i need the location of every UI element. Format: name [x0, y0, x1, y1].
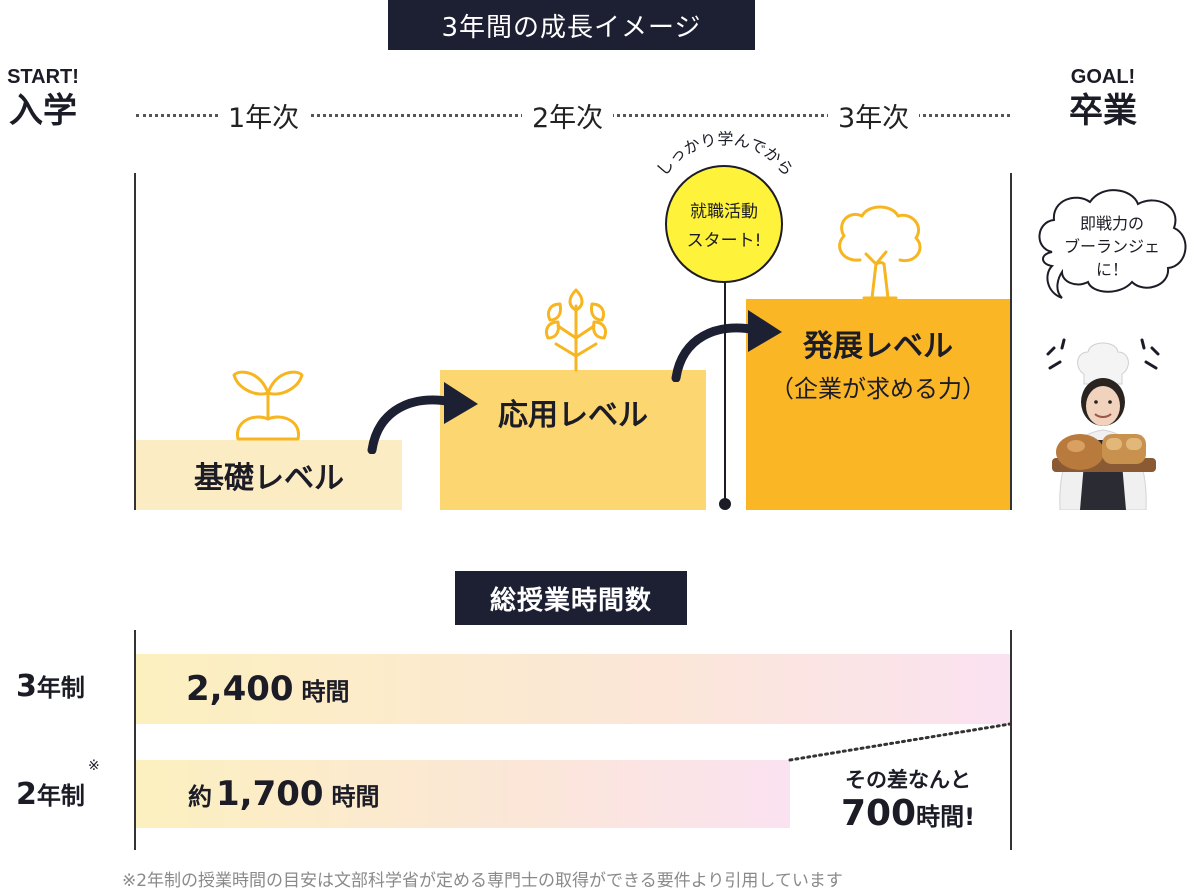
start-en: START!	[7, 66, 79, 88]
year-label-2: 2年次	[522, 96, 614, 135]
difference-value-row: 700時間!	[812, 794, 1004, 840]
speech-bubble-icon	[1038, 189, 1187, 299]
applied-level-label: 応用レベル	[498, 398, 648, 433]
job-hunting-badge: 就職活動 スタート!	[665, 165, 783, 283]
difference-value: 700	[840, 793, 917, 834]
start-label: START! 入学	[0, 66, 86, 133]
sprout-icon	[232, 370, 304, 441]
row-label-2year-unit: 年制	[36, 782, 85, 810]
wheat-icon	[544, 288, 608, 372]
goal-label: GOAL! 卒業	[1057, 66, 1149, 133]
baker-photo	[1046, 338, 1160, 510]
speech-line-3: に！	[1095, 260, 1128, 279]
hours-start-line	[134, 630, 136, 850]
difference-callout: その差なんと 700時間!	[812, 764, 1004, 840]
row-label-2year: 2年制	[16, 776, 85, 812]
hours-bar-2year: 約 1,700 時間	[136, 760, 790, 828]
job-hunting-arc-label: しっかり学んでから	[653, 129, 798, 179]
hours-3year-unit: 時間	[301, 677, 350, 706]
speech-line-1: 即戦力の	[1079, 214, 1144, 233]
growth-title: 3年間の成長イメージ	[388, 0, 755, 50]
tree-icon	[838, 205, 922, 300]
hours-title: 総授業時間数	[455, 571, 687, 625]
job-hunting-arc-text: しっかり学んでから	[653, 129, 798, 179]
advanced-level-block: 発展レベル （企業が求める力）	[746, 299, 1010, 510]
start-jp: 入学	[9, 91, 77, 131]
goal-line	[1010, 173, 1012, 510]
goal-en: GOAL!	[1070, 66, 1136, 88]
applied-level-block: 応用レベル	[440, 370, 706, 510]
year-label-1: 1年次	[218, 96, 310, 135]
speech-bubble-text: 即戦力の ブーランジェ に！	[1052, 212, 1172, 281]
difference-unit: 時間!	[916, 803, 976, 831]
advanced-level-label: 発展レベル	[803, 329, 953, 364]
basic-level-block: 基礎レベル	[136, 440, 402, 510]
goal-jp: 卒業	[1069, 91, 1137, 131]
difference-line1: その差なんと	[845, 768, 971, 792]
basic-level-label: 基礎レベル	[194, 461, 344, 496]
row-label-3year-num: 3	[16, 669, 37, 704]
footnote: ※2年制の授業時間の目安は文部科学省が定める専門士の取得ができる要件より引用して…	[122, 871, 843, 891]
growth-title-text: 3年間の成長イメージ	[441, 12, 702, 43]
hours-2year-unit: 時間	[331, 782, 380, 811]
arrow-icon-applied-to-advanced	[671, 310, 782, 382]
year-label-3: 3年次	[828, 96, 920, 135]
row-label-3year-unit: 年制	[36, 674, 85, 702]
hours-2year-prefix: 約	[188, 782, 212, 811]
start-line	[134, 173, 136, 510]
difference-connector	[788, 722, 1012, 762]
hours-goal-line	[1010, 630, 1012, 850]
footnote-mark: ※	[88, 758, 100, 774]
job-hunting-line1: 就職活動	[690, 202, 758, 222]
job-hunting-pin-line	[724, 276, 726, 504]
row-label-2year-num: 2	[16, 777, 37, 812]
row-label-3year: 3年制	[16, 668, 85, 704]
advanced-level-sublabel: （企業が求める力）	[770, 375, 986, 403]
svg-text:しっかり学んでから: しっかり学んでから	[653, 129, 798, 179]
hours-2year-value: 1,700	[216, 774, 324, 814]
hours-bar-3year: 2,400 時間	[136, 654, 1010, 724]
job-hunting-pin-dot	[719, 498, 731, 510]
arrow-icon-basic-to-applied	[367, 382, 478, 454]
hours-3year-value: 2,400	[186, 669, 294, 709]
hours-title-text: 総授業時間数	[489, 585, 652, 616]
speech-line-2: ブーランジェ	[1063, 237, 1160, 256]
job-hunting-line2: スタート!	[686, 231, 762, 251]
